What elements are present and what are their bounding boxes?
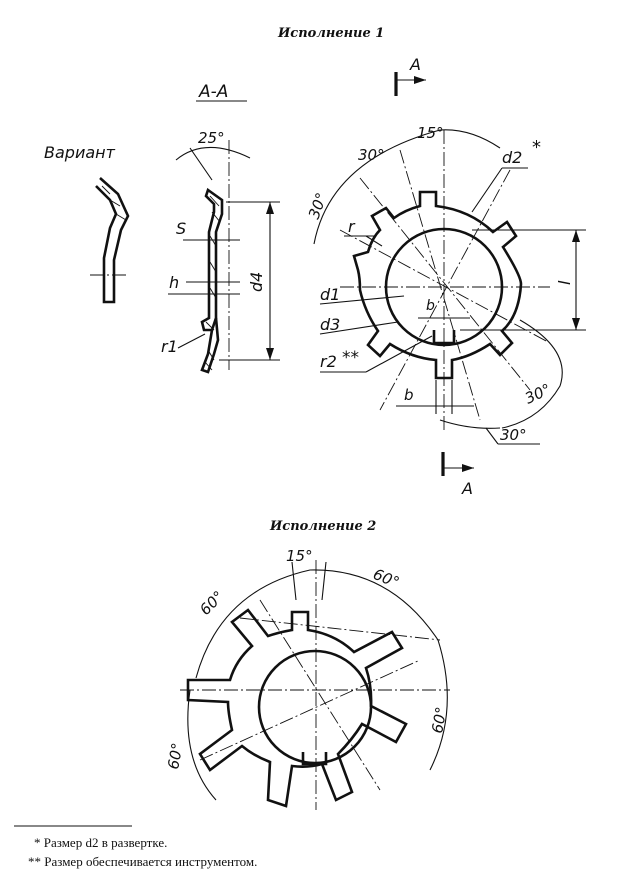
label-angle30-left: 30° [305, 190, 331, 221]
v2-15-ext1 [291, 561, 297, 601]
dim-d3-leader [319, 321, 399, 335]
label-section-a-top: А [409, 55, 421, 74]
label-angle30-top: 30° [358, 146, 385, 164]
front-arc-top [313, 129, 501, 245]
label-b-inner: b [426, 298, 435, 314]
label-d2: d2 [502, 148, 522, 167]
washer-variant-2 [186, 608, 408, 808]
dim-d1-leader [319, 295, 405, 305]
footnote-2: ** Размер обеспечивается инструментом. [28, 854, 257, 869]
section-angle-ext [189, 147, 213, 181]
dim-r-leader2 [365, 235, 383, 247]
label-angle25: 25° [198, 129, 225, 147]
dim-r1-leader [177, 333, 206, 349]
front-axis-d2 [399, 149, 481, 421]
label-s: S [176, 219, 186, 238]
label-d2-star: * [532, 137, 541, 158]
label-d4: d4 [247, 272, 266, 292]
dim-30-bottom-leader [485, 427, 499, 445]
label-h: h [169, 273, 179, 292]
front-arc-right [501, 319, 563, 429]
label-d1: d1 [320, 285, 340, 304]
label-v2-angle60-l: 60° [164, 741, 186, 770]
section-marker-bottom-arrowhead [462, 464, 474, 472]
label-r: r [348, 217, 356, 236]
dim-l-arrow-top [572, 230, 580, 242]
dim-d2-leader [471, 167, 503, 213]
label-v2-angle60-r: 60° [428, 705, 450, 734]
v2-arc-top [195, 569, 439, 679]
label-r2: r2 [320, 352, 337, 371]
label-section-a-bottom: А [461, 479, 473, 498]
v2-15-ext2 [321, 561, 327, 601]
variant-label: Вариант [44, 143, 116, 162]
label-v2-angle60-tl: 60° [196, 587, 228, 619]
title-variant-2: Исполнение 2 [269, 519, 376, 534]
front-axis-d1 [359, 177, 531, 391]
label-r2-stars: ** [342, 348, 359, 368]
variant-profile [90, 177, 130, 304]
label-b-outer: b [404, 386, 414, 404]
title-variant-1: Исполнение 1 [277, 26, 384, 41]
section-angle-arc [175, 146, 251, 161]
footnote-1: * Размер d2 в развертке. [34, 835, 167, 850]
dim-d4-arrow-top [266, 202, 274, 214]
front-axis-d3 [379, 169, 511, 411]
dim-r2-leader2 [365, 335, 433, 373]
v2-axis-d3 [259, 599, 381, 791]
label-v2-angle60-tr: 60° [371, 565, 402, 592]
front-axis-d4 [339, 229, 549, 343]
label-r1: r1 [161, 337, 178, 356]
section-marker-top-arrowhead [414, 76, 426, 84]
v2-axis-d2 [199, 659, 421, 761]
dim-l-arrow-bottom [572, 318, 580, 330]
label-angle30-right: 30° [522, 380, 554, 408]
v2-arc-left [187, 689, 217, 801]
v2-arc-right [429, 639, 448, 771]
label-v2-angle15: 15° [286, 547, 313, 565]
front-arc-bottom [439, 419, 501, 429]
section-profile [200, 187, 224, 374]
label-l: l [555, 280, 574, 285]
dim-d4-arrow-bottom [266, 348, 274, 360]
label-d3: d3 [320, 315, 340, 334]
section-title: А-А [198, 82, 228, 102]
label-angle15-top: 15° [417, 124, 444, 142]
washer-front-view [352, 190, 523, 380]
label-angle30-bottom: 30° [500, 426, 527, 444]
